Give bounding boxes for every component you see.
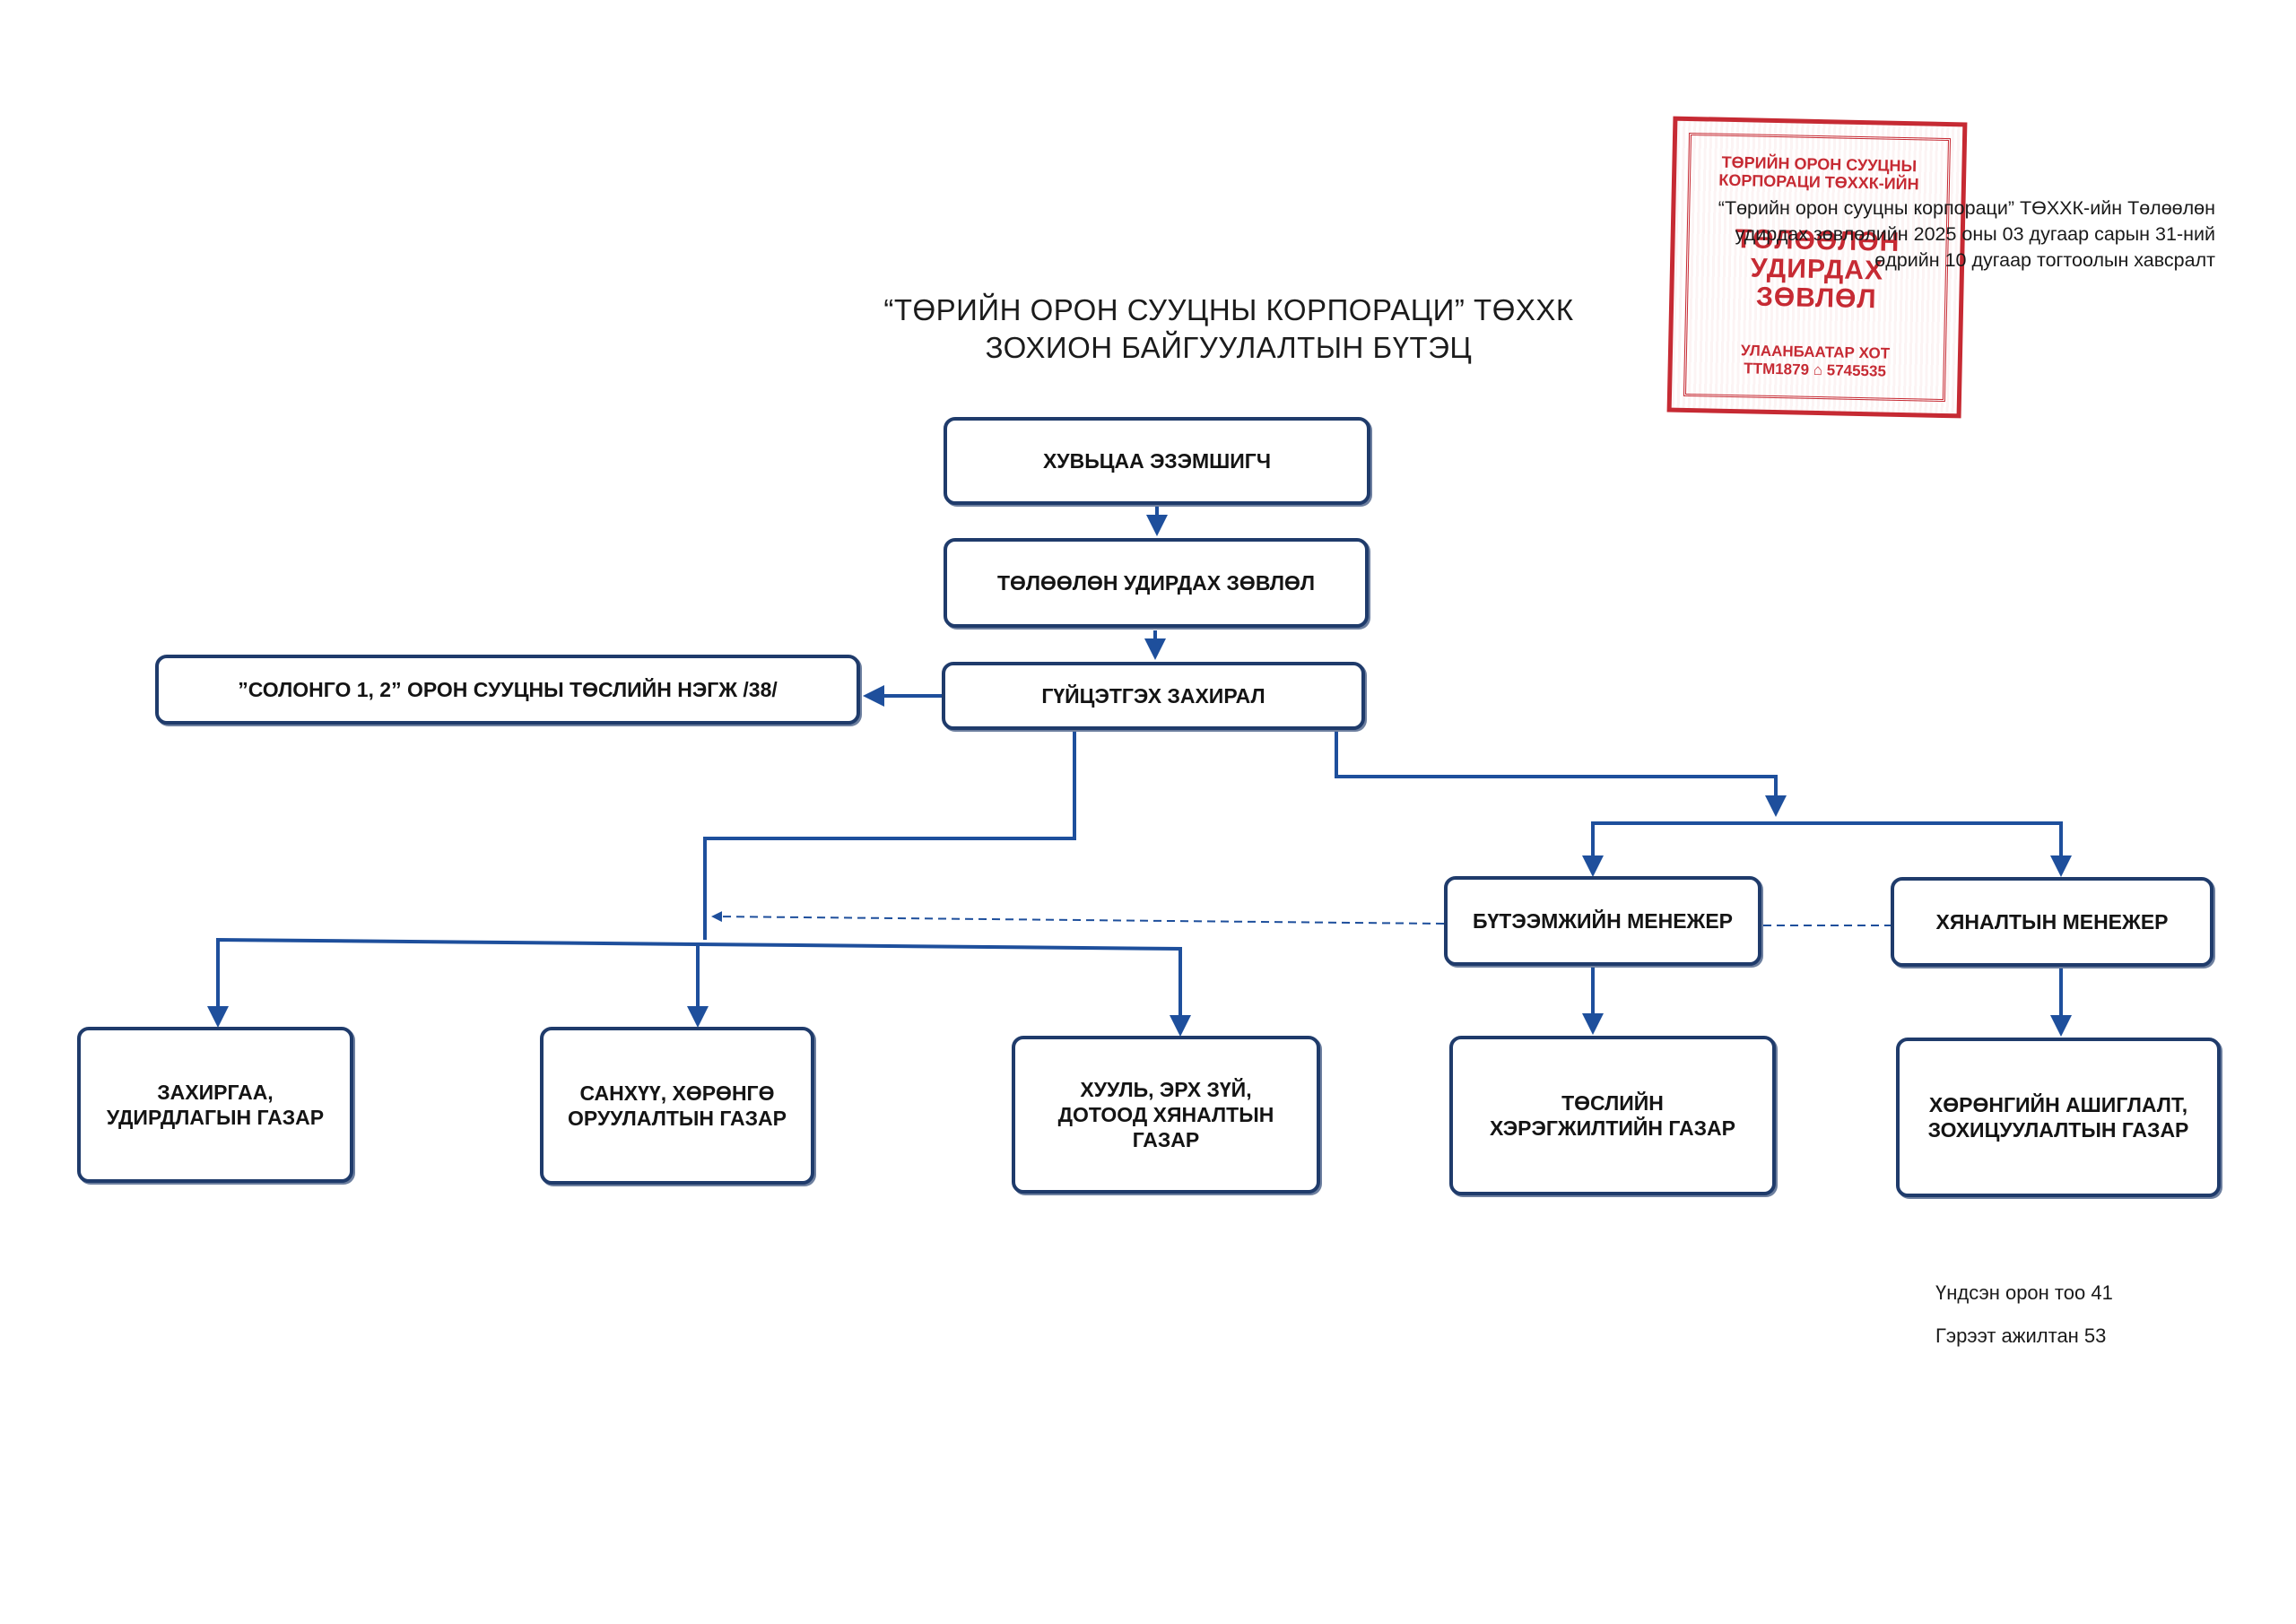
box-legal-department: ХУУЛЬ, ЭРХ ЗҮЙ, ДОТООД ХЯНАЛТЫН ГАЗАР <box>1012 1036 1320 1194</box>
box-label: ТӨСЛИЙН <box>1561 1091 1664 1115</box>
core-positions-count: Үндсэн орон тоо 41 <box>1935 1281 2113 1304</box>
box-label: УДИРДЛАГЫН ГАЗАР <box>106 1106 325 1129</box>
box-label: ХЯНАЛТЫН МЕНЕЖЕР <box>1935 910 2169 934</box>
box-construction-manager: БҮТЭЭМЖИЙН МЕНЕЖЕР <box>1444 876 1761 966</box>
box-project-unit: ”СОЛОНГО 1, 2” ОРОН СУУЦНЫ ТӨСЛИЙН НЭГЖ … <box>155 655 860 725</box>
staff-stats: Үндсэн орон тоо 41 Гэрээт ажилтан 53 <box>1935 1272 2113 1358</box>
box-label: ГҮЙЦЭТГЭХ ЗАХИРАЛ <box>1041 684 1265 708</box>
box-label: ЗАХИРГАА, <box>157 1081 274 1104</box>
box-label: ХУУЛЬ, ЭРХ ЗҮЙ, <box>1080 1078 1252 1101</box>
box-label: САНХҮҮ, ХӨРӨНГӨ <box>579 1081 775 1105</box>
box-label: ОРУУЛАЛТЫН ГАЗАР <box>568 1107 787 1130</box>
box-board: ТӨЛӨӨЛӨН УДИРДАХ ЗӨВЛӨЛ <box>944 538 1369 628</box>
box-ceo: ГҮЙЦЭТГЭХ ЗАХИРАЛ <box>942 662 1365 730</box>
box-label: ”СОЛОНГО 1, 2” ОРОН СУУЦНЫ ТӨСЛИЙН НЭГЖ … <box>238 678 778 701</box>
annex-line: удирдах зөвлөлийн 2025 оны 03 дугаар сар… <box>1735 223 2215 245</box>
box-label: ГАЗАР <box>1132 1128 1200 1151</box>
title-line: “ТӨРИЙН ОРОН СУУЦНЫ КОРПОРАЦИ” ТӨХХК <box>883 293 1574 326</box>
stamp-text: ЗӨВЛӨЛ <box>1755 282 1877 315</box>
box-shareholder: ХУВЬЦАА ЭЗЭМШИГЧ <box>944 417 1370 505</box>
stamp-footer: УЛААНБААТАР ХОТ ТТМ1879 ⌂ 5745535 <box>1667 341 1962 383</box>
box-label: БҮТЭЭМЖИЙН МЕНЕЖЕР <box>1472 909 1734 933</box>
connector-ceo-managers <box>1335 731 1787 817</box>
box-asset-department: ХӨРӨНГИЙН АШИГЛАЛТ, ЗОХИЦУУЛАЛТЫН ГАЗАР <box>1896 1038 2221 1197</box>
box-label: ХУВЬЦАА ЭЗЭМШИГЧ <box>1042 449 1272 473</box>
box-admin-department: ЗАХИРГАА, УДИРДЛАГЫН ГАЗАР <box>77 1027 353 1183</box>
annex-line: “Төрийн орон сууцны корпораци” ТӨХХК-ийн… <box>1718 197 2215 219</box>
connector-managers-bus <box>1591 821 2063 872</box>
connector-ceo-departments <box>703 731 1076 940</box>
stamp-org-name: ТӨРИЙН ОРОН СУУЦНЫ КОРПОРАЦИ ТӨХХК-ИЙН <box>1672 152 1967 195</box>
box-label: ЗОХИЦУУЛАЛТЫН ГАЗАР <box>1927 1118 2189 1142</box>
box-finance-department: САНХҮҮ, ХӨРӨНГӨ ОРУУЛАЛТЫН ГАЗАР <box>540 1027 814 1185</box>
document-title: “ТӨРИЙН ОРОН СУУЦНЫ КОРПОРАЦИ” ТӨХХК ЗОХ… <box>700 291 1758 367</box>
box-label: ТӨЛӨӨЛӨН УДИРДАХ ЗӨВЛӨЛ <box>996 571 1316 595</box>
box-label: ХӨРӨНГИЙН АШИГЛАЛТ, <box>1928 1093 2188 1116</box>
box-control-manager: ХЯНАЛТЫН МЕНЕЖЕР <box>1891 877 2213 967</box>
box-label: ДОТООД ХЯНАЛТЫН <box>1057 1103 1274 1126</box>
annex-note: “Төрийн орон сууцны корпораци” ТӨХХК-ийн… <box>1641 195 2215 274</box>
title-line: ЗОХИОН БАЙГУУЛАЛТЫН БҮТЭЦ <box>985 331 1473 364</box>
dashed-link-construction-to-departments <box>711 911 1445 925</box>
contract-staff-count: Гэрээт ажилтан 53 <box>1935 1324 2107 1347</box>
annex-line: өдрийн 10 дугаар тогтоолын хавсралт <box>1874 249 2215 271</box>
box-project-implementation-department: ТӨСЛИЙН ХЭРЭГЖИЛТИЙН ГАЗАР <box>1449 1036 1776 1195</box>
box-label: ХЭРЭГЖИЛТИЙН ГАЗАР <box>1489 1116 1735 1140</box>
